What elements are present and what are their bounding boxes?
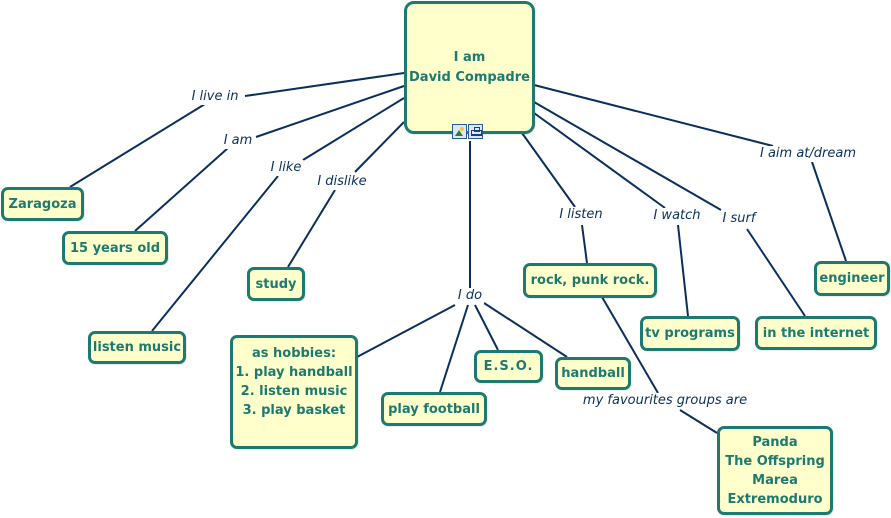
node-listen-music[interactable]: listen music xyxy=(88,331,186,364)
node-text: study xyxy=(255,276,297,292)
hierarchy-icon[interactable] xyxy=(468,124,483,139)
link-label-watch: I watch xyxy=(651,208,703,224)
group-name: Marea xyxy=(752,472,798,488)
hobbies-line: as hobbies: xyxy=(251,346,337,361)
line-center-surf xyxy=(533,101,722,211)
line-favourites-groups xyxy=(679,409,718,434)
line-do-eso xyxy=(474,304,499,351)
line-aim-engineer xyxy=(811,161,847,262)
node-age[interactable]: 15 years old xyxy=(62,231,168,265)
line-center-watch xyxy=(533,112,666,209)
line-surf-internet xyxy=(746,228,806,317)
line-center-livein xyxy=(244,72,405,97)
line-center-aim xyxy=(533,84,774,147)
node-text: 15 years old xyxy=(69,240,161,256)
central-line-2: David Compadre xyxy=(409,69,530,85)
node-groups[interactable]: Panda The Offspring Marea Extremoduro xyxy=(717,426,833,515)
node-rock[interactable]: rock, punk rock. xyxy=(523,263,657,298)
line-livein-zaragoza xyxy=(69,103,206,188)
image-icon[interactable] xyxy=(452,124,467,139)
node-internet[interactable]: in the internet xyxy=(755,316,877,350)
group-name: The Offspring xyxy=(725,453,825,469)
line-watch-tv xyxy=(677,224,689,317)
node-study[interactable]: study xyxy=(247,267,305,301)
node-hobbies[interactable]: as hobbies: 1. play handball 2. listen m… xyxy=(230,335,358,449)
link-label-surf: I surf xyxy=(720,211,758,227)
central-node[interactable]: I am David Compadre xyxy=(404,1,535,134)
line-rock-favourites xyxy=(601,296,659,394)
line-center-iam xyxy=(255,85,405,138)
line-do-hobbies xyxy=(356,304,456,358)
link-label-live-in: I live in xyxy=(189,89,241,105)
link-label-i-am: I am xyxy=(221,133,255,149)
line-listen-rock xyxy=(581,224,588,264)
node-text: handball xyxy=(561,366,625,381)
line-center-like xyxy=(302,97,405,161)
group-name: Panda xyxy=(752,434,798,450)
node-text: E.S.O. xyxy=(483,359,534,374)
central-node-icons xyxy=(452,124,483,139)
hobbies-line: 3. play basket xyxy=(242,403,346,418)
node-engineer[interactable]: engineer xyxy=(814,261,890,296)
link-label-like: I like xyxy=(268,160,304,176)
node-text: play football xyxy=(388,401,480,417)
node-handball[interactable]: handball xyxy=(555,357,631,390)
node-text: engineer xyxy=(819,271,885,286)
node-text: tv programs xyxy=(645,326,735,341)
hobbies-line: 1. play handball xyxy=(235,365,353,380)
link-label-dislike: I dislike xyxy=(315,174,369,190)
node-play-football[interactable]: play football xyxy=(381,392,487,426)
hobbies-line: 2. listen music xyxy=(240,384,348,399)
node-tv-programs[interactable]: tv programs xyxy=(640,316,740,351)
link-label-listen: I listen xyxy=(557,207,605,223)
node-text: listen music xyxy=(92,340,182,355)
link-label-aim: I aim at/dream xyxy=(757,146,859,162)
node-zaragoza[interactable]: Zaragoza xyxy=(1,187,84,221)
group-name: Extremoduro xyxy=(727,491,823,507)
line-iam-age xyxy=(134,147,229,232)
line-center-dislike xyxy=(354,121,405,173)
node-text: rock, punk rock. xyxy=(530,273,650,288)
link-label-favourites: my favourites groups are xyxy=(580,393,750,409)
central-line-1: I am xyxy=(453,49,486,65)
line-like-listen xyxy=(151,175,279,332)
line-do-handball xyxy=(483,302,568,358)
node-text: Zaragoza xyxy=(8,196,77,212)
line-do-football xyxy=(439,304,469,393)
node-eso[interactable]: E.S.O. xyxy=(474,350,543,383)
line-dislike-study xyxy=(287,189,336,268)
link-label-do: I do xyxy=(455,288,485,304)
line-center-listen xyxy=(521,132,576,208)
node-text: in the internet xyxy=(762,325,870,341)
